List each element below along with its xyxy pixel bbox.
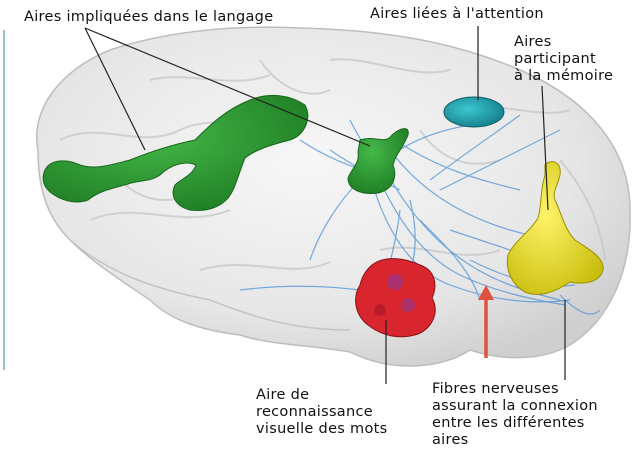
attention-area: [444, 97, 504, 127]
visual-label-line: reconnaissance: [256, 404, 388, 421]
nerve-fibres-label: Fibres nerveuses assurant la connexion e…: [432, 381, 598, 449]
fibres-label-line: entre les différentes: [432, 415, 598, 432]
memory-areas-label: Aires participant à la mémoire: [514, 34, 613, 85]
visual-label-line: visuelle des mots: [256, 421, 388, 438]
language-areas-label: Aires impliquées dans le langage: [24, 9, 273, 26]
fibres-label-line: Fibres nerveuses: [432, 381, 598, 398]
visual-label-line: Aire de: [256, 387, 388, 404]
visual-word-area: [356, 259, 436, 337]
fibres-label-line: assurant la connexion: [432, 398, 598, 415]
memory-label-line: Aires: [514, 34, 613, 51]
attention-areas-label: Aires liées à l'attention: [370, 6, 544, 23]
memory-label-line: à la mémoire: [514, 68, 613, 85]
fibres-label-line: aires: [432, 432, 598, 449]
visual-word-area-label: Aire de reconnaissance visuelle des mots: [256, 387, 388, 438]
memory-label-line: participant: [514, 51, 613, 68]
